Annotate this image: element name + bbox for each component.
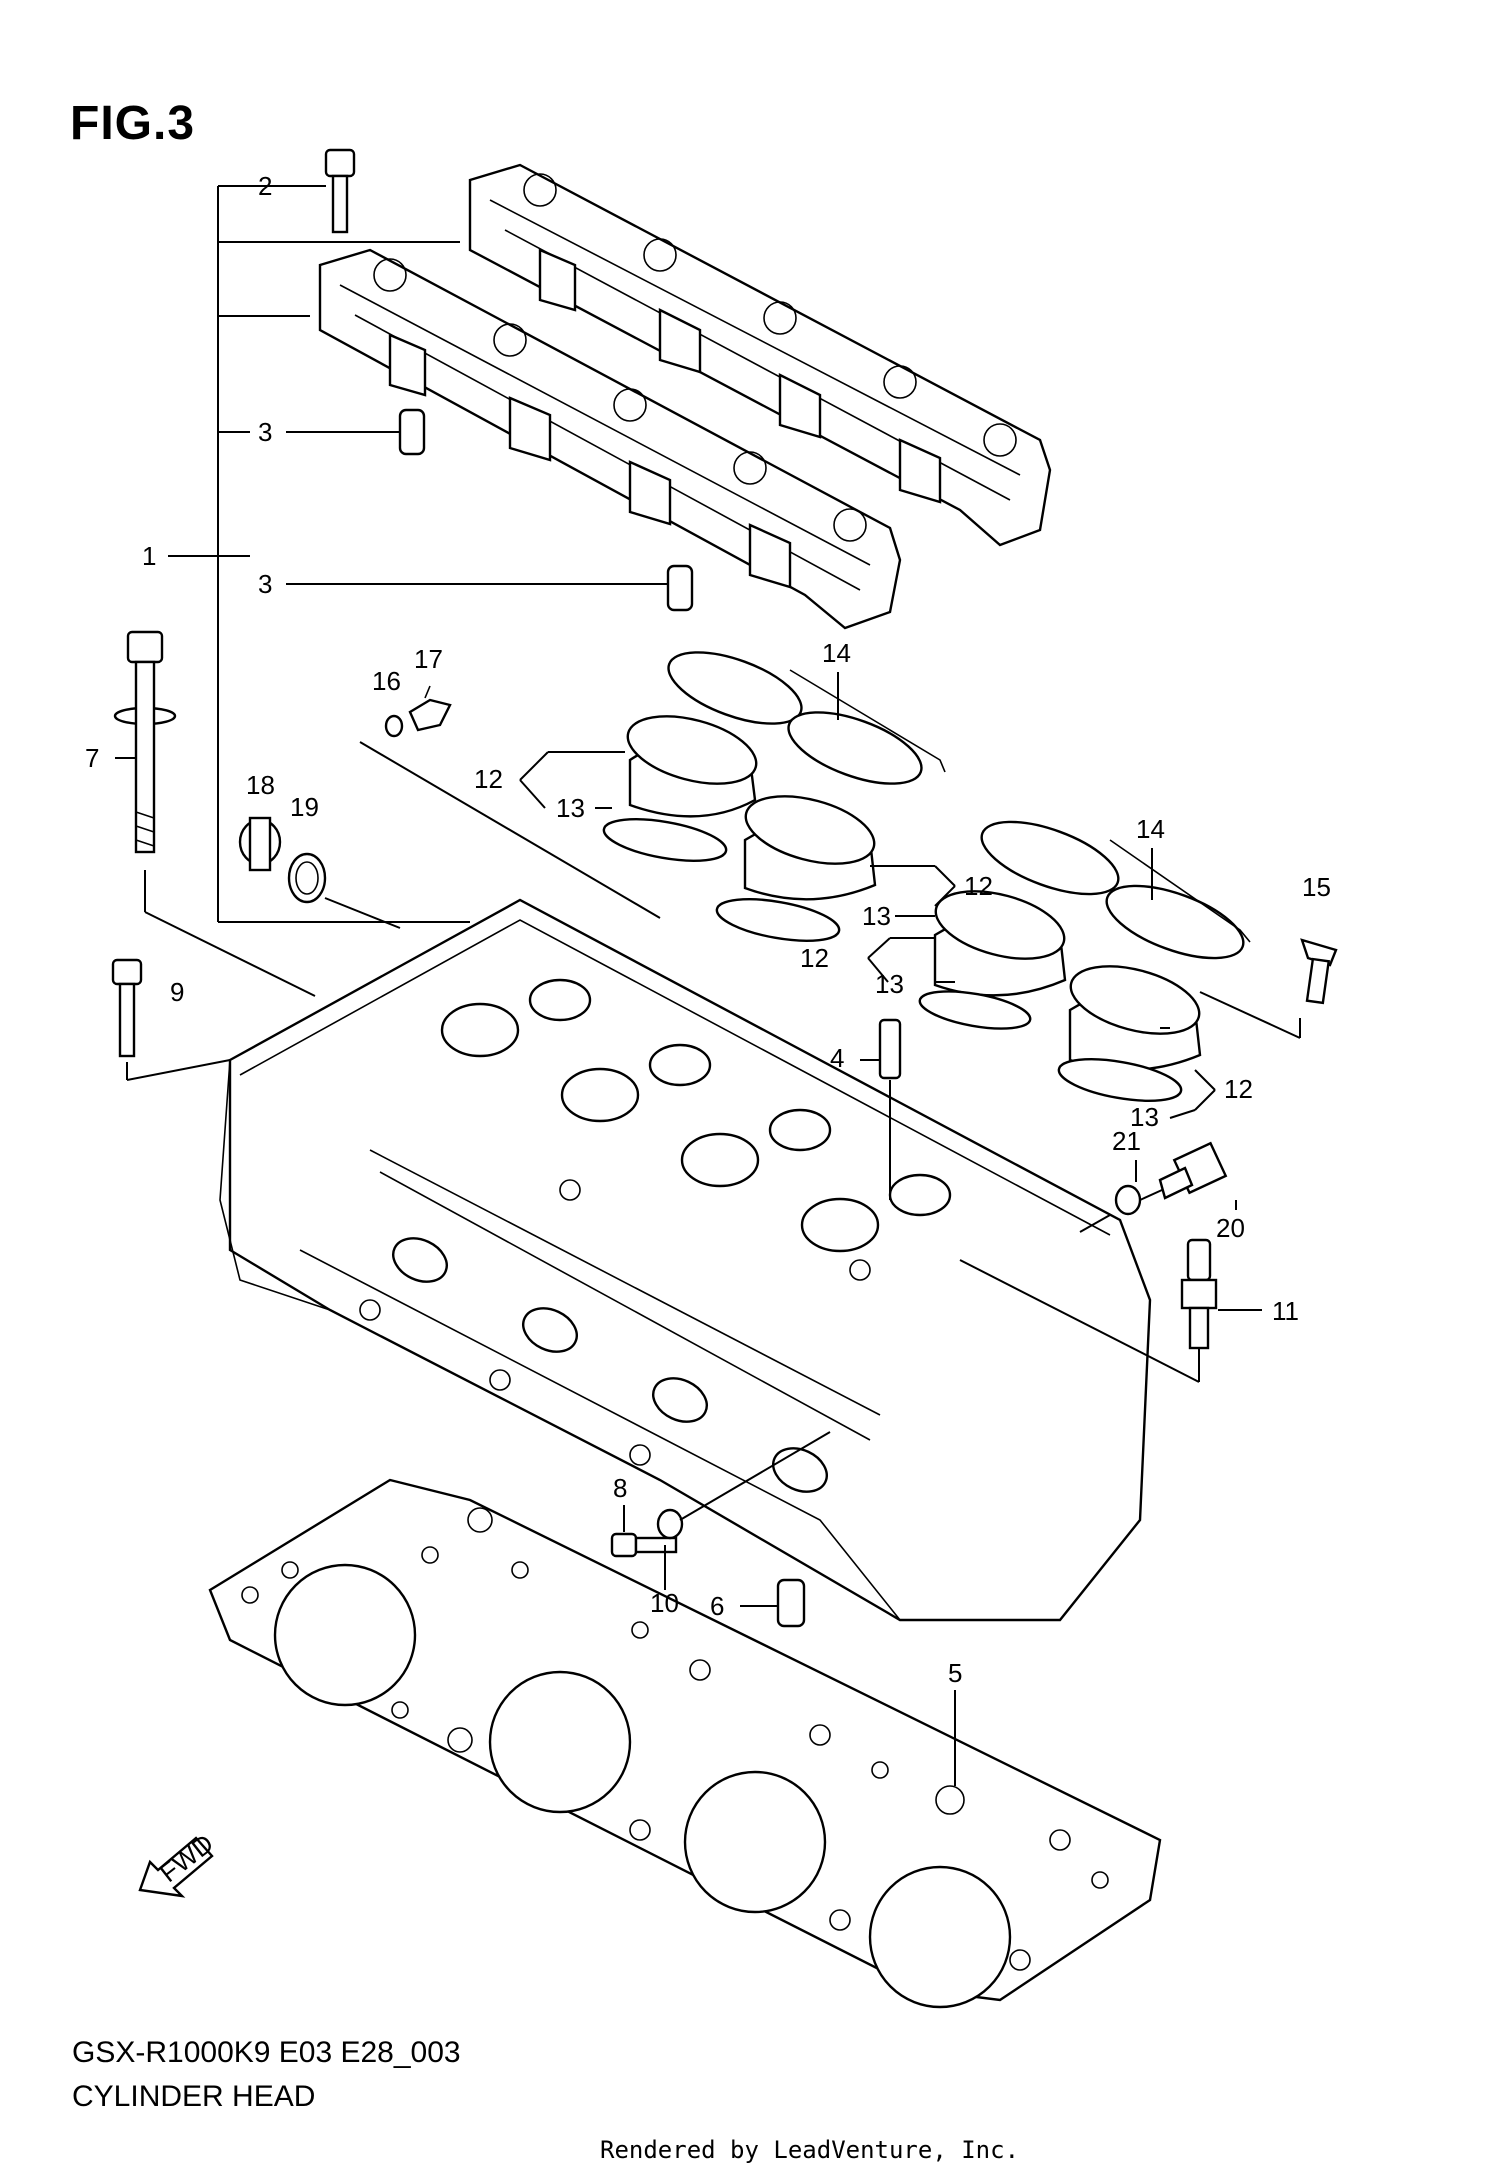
callout-13-a: 13 — [556, 793, 585, 823]
part-21-washer — [1114, 1184, 1142, 1216]
callout-21: 21 — [1112, 1126, 1141, 1156]
callout-11: 11 — [1272, 1296, 1299, 1326]
callout-14-lower: 14 — [1136, 814, 1165, 844]
callout-3-upper: 3 — [258, 417, 272, 447]
part-10-washer — [656, 1508, 684, 1540]
callout-2: 2 — [258, 171, 272, 201]
part-20-temp-sensor — [1139, 1141, 1228, 1201]
part-12-intake-pipe-3 — [933, 890, 1067, 997]
callout-18: 18 — [246, 770, 275, 800]
part-9-bolt — [111, 958, 231, 1081]
part-3-dowel-lower — [286, 564, 694, 612]
callout-5: 5 — [948, 1658, 962, 1688]
part-4-guide — [860, 1018, 902, 1200]
callout-19: 19 — [290, 792, 319, 822]
part-3-dowel-upper — [286, 408, 426, 456]
part-7-long-bolt — [113, 630, 316, 997]
part-12-intake-pipe-2 — [743, 795, 877, 901]
callout-13-b: 13 — [862, 901, 891, 931]
callout-12-a: 12 — [474, 764, 503, 794]
callout-15: 15 — [1302, 872, 1331, 902]
part-12-intake-pipe-4 — [1068, 965, 1202, 1072]
part-13-oring-1 — [602, 818, 728, 862]
callout-20: 20 — [1216, 1213, 1245, 1243]
part-19-oring — [287, 852, 327, 904]
camshaft-holder-rear — [468, 163, 1052, 547]
part-14-intake-seal-upper — [667, 651, 946, 785]
callout-1: 1 — [142, 541, 156, 571]
callout-14-upper: 14 — [822, 638, 851, 668]
part-6-dowel — [740, 1578, 806, 1628]
camshaft-holder-front — [318, 248, 902, 630]
part-13-oring-2 — [715, 898, 841, 942]
callout-9: 9 — [170, 977, 184, 1007]
part-13-oring-3 — [918, 990, 1032, 1030]
part-13-oring-4 — [1057, 1058, 1183, 1102]
part-18-plug — [238, 816, 282, 872]
callout-13-d: 13 — [1130, 1102, 1159, 1132]
part-17-fitting — [408, 685, 452, 732]
callout-12-c: 12 — [800, 943, 829, 973]
part-15-screw — [1199, 938, 1338, 1039]
callout-12-b: 12 — [964, 871, 993, 901]
callout-10: 10 — [650, 1588, 679, 1618]
callout-8: 8 — [613, 1473, 627, 1503]
part-14-intake-seal-lower — [980, 820, 1251, 960]
part-11-spark-plug — [959, 1238, 1262, 1383]
part-1-bracket — [168, 185, 470, 923]
callout-17: 17 — [414, 644, 443, 674]
part-5-head-gasket — [208, 1478, 1162, 2009]
diagram-caption: CYLINDER HEAD — [72, 2080, 316, 2113]
callout-6: 6 — [710, 1591, 724, 1621]
model-code: GSX-R1000K9 E03 E28_003 — [72, 2036, 461, 2069]
render-credit: Rendered by LeadVenture, Inc. — [600, 2136, 1020, 2164]
part-2-bolt — [300, 148, 356, 234]
fwd-arrow-icon: FWD — [138, 1828, 219, 1898]
callout-7: 7 — [85, 743, 99, 773]
callout-16: 16 — [372, 666, 401, 696]
part-16-washer — [384, 714, 404, 738]
callout-leaders — [519, 672, 1237, 1210]
part-12-intake-pipe-1 — [626, 715, 758, 818]
cylinder-head-body — [219, 898, 1152, 1622]
callout-13-c: 13 — [875, 969, 904, 999]
callout-4: 4 — [830, 1043, 844, 1073]
callout-3-lower: 3 — [258, 569, 272, 599]
figure-title: FIG.3 — [70, 97, 196, 150]
callout-12-d: 12 — [1224, 1074, 1253, 1104]
callout-labels: 1 2 3 3 4 5 6 7 8 9 10 11 12 12 12 12 13… — [85, 171, 1331, 1688]
